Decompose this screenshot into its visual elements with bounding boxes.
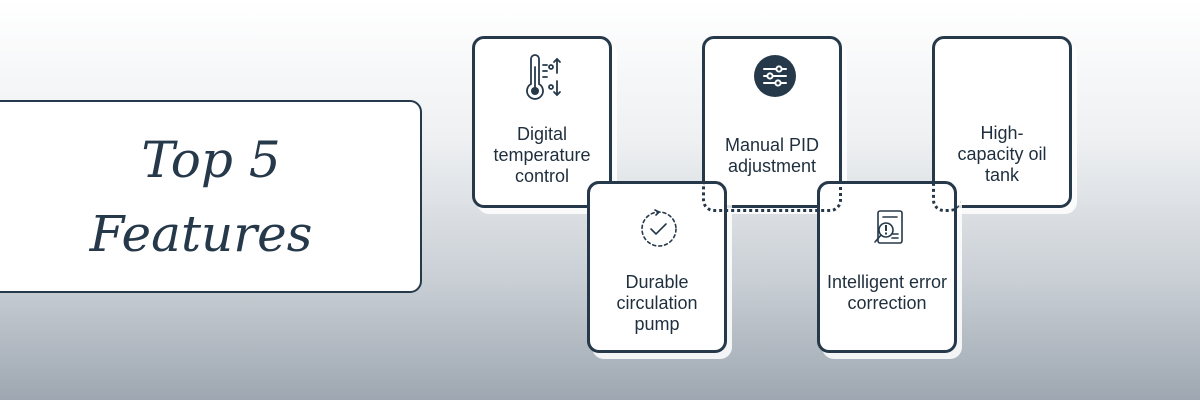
clock-check-icon [641,209,677,247]
feature-label: High-capacity oil tank [957,123,1047,185]
sliders-icon [754,55,796,97]
feature-label: Durable circulation pump [616,272,698,334]
feature-card-digital-temperature-control: Digital temperature control [472,36,612,208]
feature-card-durable-circulation-pump: Durable circulation pump [587,181,727,353]
feature-label: Intelligent error correction [826,272,948,313]
feature-card-intelligent-error-correction: Intelligent error correction [817,181,957,353]
title-panel: Top 5 Features [0,100,422,293]
feature-label: Manual PID adjustment [724,135,820,176]
title-line-2: Features [89,204,313,263]
thermometer-icon [526,54,561,100]
title-line-1: Top 5 [141,130,281,189]
feature-label: Digital temperature control [493,124,591,186]
error-report-icon [874,210,903,244]
feature-card-manual-pid-adjustment: Manual PID adjustment [702,36,842,208]
feature-card-high-capacity-oil-tank: High-capacity oil tank [932,36,1072,208]
